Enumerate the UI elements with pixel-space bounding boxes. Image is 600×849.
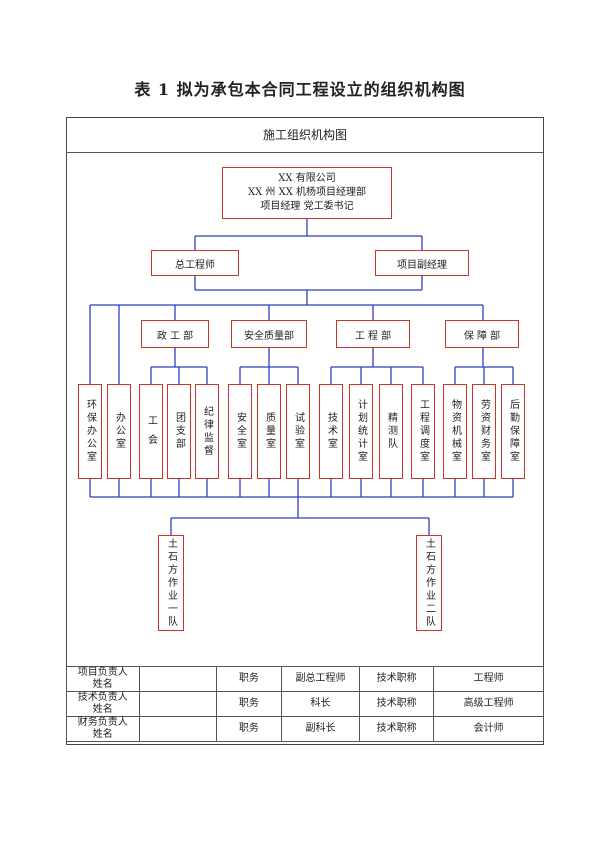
- unit-survey: 精测队: [379, 384, 403, 479]
- unit-label: 环保办公室: [84, 399, 96, 464]
- team-earthwork-2: 土石方作业二队: [416, 535, 442, 631]
- title-key-cell: 技术职称: [358, 691, 435, 717]
- position-value-cell: 副总工程师: [280, 666, 360, 692]
- position-value-cell: 副科长: [280, 716, 360, 742]
- position-key-cell: 职务: [215, 716, 282, 742]
- dept-political-box: 政 工 部: [141, 320, 209, 348]
- unit-label: 工程调度室: [417, 399, 429, 464]
- unit-safety: 安全室: [228, 384, 252, 479]
- chart-title: 施工组织机构图: [262, 128, 347, 142]
- unit-discipline: 纪律监督: [195, 384, 219, 479]
- title-value-cell: 会计师: [433, 716, 544, 742]
- unit-league: 团支部: [167, 384, 191, 479]
- leaders-line: 项目经理 党工委书记: [260, 201, 354, 212]
- unit-quality: 质量室: [257, 384, 281, 479]
- title-value-cell: 工程师: [433, 666, 544, 692]
- name-cell: [138, 691, 217, 717]
- table-row: 技术负责人姓名 职务科长技术职称高级工程师: [66, 691, 544, 717]
- unit-label: 劳资财务室: [478, 399, 490, 464]
- title-value-cell: 高级工程师: [433, 691, 544, 717]
- chief-engineer-label: 总工程师: [175, 259, 215, 271]
- position-key-cell: 职务: [215, 691, 282, 717]
- role-label-cell: 项目负责人姓名: [66, 666, 140, 692]
- unit-label: 纪律监督: [201, 405, 213, 458]
- unit-label: 安全室: [234, 412, 246, 451]
- team-label: 土石方作业二队: [423, 537, 435, 629]
- deputy-manager-box: 项目副经理: [375, 250, 469, 276]
- dept-support-label: 保 障 部: [463, 330, 501, 342]
- position-value-cell: 科长: [280, 691, 360, 717]
- chief-engineer-box: 总工程师: [151, 250, 239, 276]
- unit-label: 物资机械室: [449, 399, 461, 464]
- unit-test: 试验室: [286, 384, 310, 479]
- unit-label: 质量室: [263, 412, 275, 451]
- name-cell: [138, 666, 217, 692]
- unit-label: 试验室: [292, 412, 304, 451]
- unit-office: 办公室: [107, 384, 131, 479]
- dept-engineering-box: 工 程 部: [336, 320, 410, 348]
- position-key-cell: 职务: [215, 666, 282, 692]
- unit-label: 办公室: [113, 412, 125, 451]
- table-row: 财务负责人姓名 职务副科长技术职称会计师: [66, 716, 544, 742]
- deputy-manager-label: 项目副经理: [397, 259, 447, 271]
- role-label-cell: 技术负责人姓名: [66, 691, 140, 717]
- name-cell: [138, 716, 217, 742]
- role-label-cell: 财务负责人姓名: [66, 716, 140, 742]
- unit-label: 工 会: [145, 415, 157, 448]
- dept-support-box: 保 障 部: [445, 320, 519, 348]
- project-dept-name: XX 州 XX 机杨项目经理部: [247, 187, 366, 198]
- title-divider: [66, 152, 544, 153]
- dept-safety-quality-label: 安全质量部: [244, 330, 294, 342]
- company-box: XX 有限公司 XX 州 XX 机杨项目经理部 项目经理 党工委书记: [222, 167, 392, 219]
- unit-finance: 劳资财务室: [472, 384, 496, 479]
- unit-materials: 物资机械室: [443, 384, 467, 479]
- dept-safety-quality-box: 安全质量部: [231, 320, 307, 348]
- unit-label: 计划统计室: [355, 399, 367, 464]
- document-title: 表 1 拟为承包本合同工程设立的组织机构图: [134, 80, 466, 99]
- unit-label: 后勤保障室: [507, 399, 519, 464]
- unit-union: 工 会: [139, 384, 163, 479]
- company-name: XX 有限公司: [278, 173, 336, 184]
- chart-frame: [66, 117, 544, 745]
- unit-tech: 技术室: [319, 384, 343, 479]
- unit-dispatch: 工程调度室: [411, 384, 435, 479]
- unit-env-office: 环保办公室: [78, 384, 102, 479]
- unit-label: 团支部: [173, 412, 185, 451]
- team-earthwork-1: 土石方作业一队: [158, 535, 184, 631]
- table-row: 项目负责人姓名 职务副总工程师技术职称工程师: [66, 666, 544, 692]
- title-key-cell: 技术职称: [358, 666, 435, 692]
- title-key-cell: 技术职称: [358, 716, 435, 742]
- unit-label: 精测队: [385, 412, 397, 451]
- responsible-persons-table: 项目负责人姓名职务副总工程师技术职称工程师技术负责人姓名职务科长技术职称高级工程…: [66, 666, 544, 742]
- unit-logistics: 后勤保障室: [501, 384, 525, 479]
- unit-planning: 计划统计室: [349, 384, 373, 479]
- dept-political-label: 政 工 部: [156, 330, 194, 342]
- unit-label: 技术室: [325, 412, 337, 451]
- team-label: 土石方作业一队: [165, 537, 177, 629]
- dept-engineering-label: 工 程 部: [354, 330, 392, 342]
